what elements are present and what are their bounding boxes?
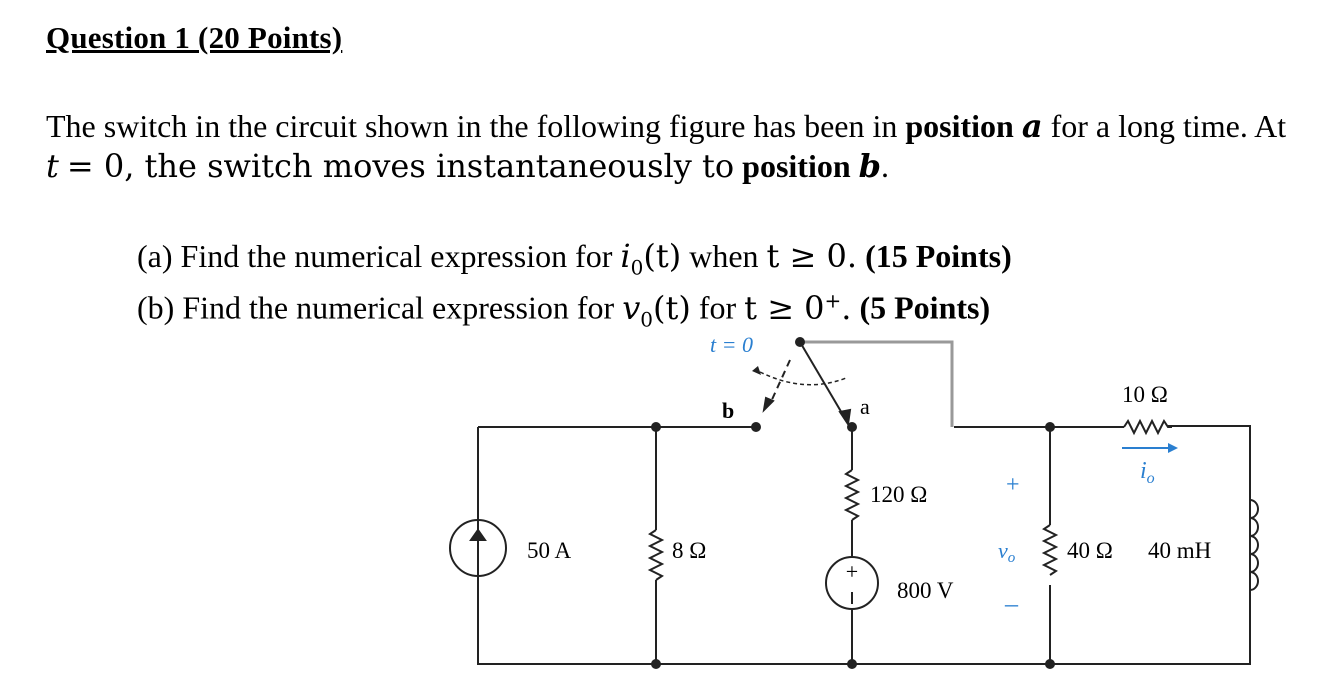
inductor [1249, 499, 1259, 591]
switch-motion-arrow [759, 371, 847, 386]
node [847, 659, 857, 669]
switch-common-wire [800, 340, 954, 427]
switch-time-label: t = 0 [710, 332, 753, 357]
voltage-source-label: 800 V [897, 578, 954, 603]
switch [762, 341, 852, 427]
node [1045, 422, 1055, 432]
question-title: Question 1 (20 Points) [46, 20, 343, 55]
resistor-8-label: 8 Ω [672, 538, 706, 563]
switch-b-label: b [722, 398, 734, 423]
node [1045, 659, 1055, 669]
vo-plus: + [1006, 472, 1020, 498]
question-b: (b) Find the numerical expression for v0… [137, 288, 991, 332]
voltage-source [825, 556, 879, 610]
resistor-40-label: 40 Ω [1067, 538, 1113, 563]
voltage-source-plus: + [846, 559, 858, 584]
current-source-label: 50 A [527, 538, 571, 563]
vo-label: vo [998, 538, 1016, 566]
resistor-10-ohm [1123, 418, 1172, 436]
resistor-40-ohm [1041, 524, 1059, 576]
wire-left-bottom [477, 425, 1251, 665]
current-source [449, 519, 507, 577]
switch-contact-a [847, 422, 857, 432]
resistor-8-ohm [647, 529, 665, 581]
resistor-120-ohm [843, 469, 861, 521]
resistor-10-label: 10 Ω [1122, 382, 1168, 407]
inductor-label: 40 mH [1148, 538, 1211, 563]
switch-contact-b [751, 422, 761, 432]
question-a: (a) Find the numerical expression for i0… [137, 237, 1012, 280]
node [651, 422, 661, 432]
resistor-120-label: 120 Ω [870, 482, 927, 507]
vo-minus: – [1004, 589, 1019, 618]
switch-a-label: a [860, 394, 870, 419]
node [651, 659, 661, 669]
problem-statement: The switch in the circuit shown in the f… [46, 107, 1287, 185]
io-label: io [1140, 458, 1155, 487]
